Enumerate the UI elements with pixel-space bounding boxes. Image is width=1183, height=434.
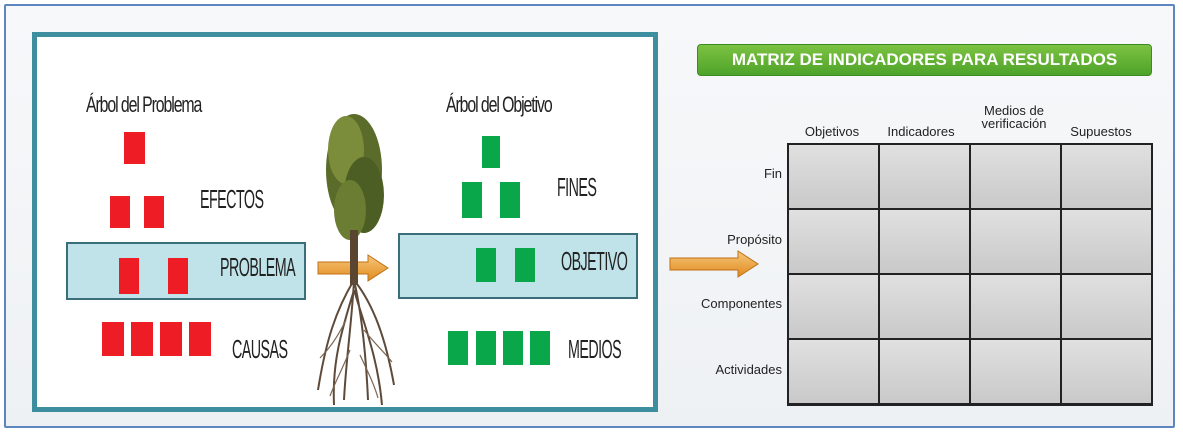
row-header-proposito: Propósito xyxy=(727,232,782,247)
problem-square xyxy=(119,258,139,294)
row-header-fin: Fin xyxy=(763,166,782,181)
cause-square xyxy=(102,322,124,356)
mir-cell xyxy=(789,210,878,273)
cause-square xyxy=(131,322,153,356)
effect-square xyxy=(144,196,164,228)
column-header-verification: Medios de verificación xyxy=(981,103,1047,131)
column-header-assumptions: Supuestos xyxy=(1070,124,1132,139)
mir-cell xyxy=(789,145,878,208)
mir-cell xyxy=(1062,210,1151,273)
column-header-objectives: Objetivos xyxy=(804,124,860,139)
means-square xyxy=(448,331,468,365)
cause-square xyxy=(160,322,182,356)
row-header-actividades: Actividades xyxy=(715,362,782,377)
cause-square xyxy=(189,322,211,356)
mir-cell xyxy=(880,275,969,338)
mir-cell xyxy=(880,340,969,403)
mir-cell xyxy=(971,275,1060,338)
effects-label: EFECTOS xyxy=(200,184,264,214)
mir-cell xyxy=(1062,145,1151,208)
problem-label: PROBLEMA xyxy=(220,252,296,282)
mir-cell xyxy=(1062,340,1151,403)
problem-tree-title: Árbol del Problema xyxy=(86,92,202,117)
objective-square xyxy=(515,248,535,282)
objective-label: OBJETIVO xyxy=(561,246,628,276)
effect-top-square xyxy=(124,132,145,164)
objective-square xyxy=(476,248,496,282)
mir-header: MATRIZ DE INDICADORES PARA RESULTADOS xyxy=(697,44,1152,76)
mir-cell xyxy=(880,210,969,273)
right-arrow-icon xyxy=(669,250,759,278)
objective-tree-title: Árbol del Objetivo xyxy=(446,92,553,117)
mir-cell xyxy=(1062,275,1151,338)
mir-cell xyxy=(880,145,969,208)
end-square xyxy=(462,182,482,218)
end-square xyxy=(500,182,520,218)
means-square xyxy=(530,331,550,365)
problem-square xyxy=(168,258,188,294)
end-top-square xyxy=(482,136,500,168)
means-square xyxy=(503,331,523,365)
causes-label: CAUSAS xyxy=(232,334,288,364)
effect-square xyxy=(110,196,130,228)
mir-cell xyxy=(971,210,1060,273)
tree-icon xyxy=(317,114,395,406)
mir-cell xyxy=(971,340,1060,403)
mir-cell xyxy=(789,340,878,403)
ends-label: FINES xyxy=(557,172,597,202)
column-header-indicators: Indicadores xyxy=(887,124,955,139)
row-header-componentes: Componentes xyxy=(701,296,782,311)
mir-cell xyxy=(971,145,1060,208)
means-square xyxy=(476,331,496,365)
mir-grid xyxy=(787,143,1153,406)
means-label: MEDIOS xyxy=(568,334,622,364)
mir-cell xyxy=(789,275,878,338)
